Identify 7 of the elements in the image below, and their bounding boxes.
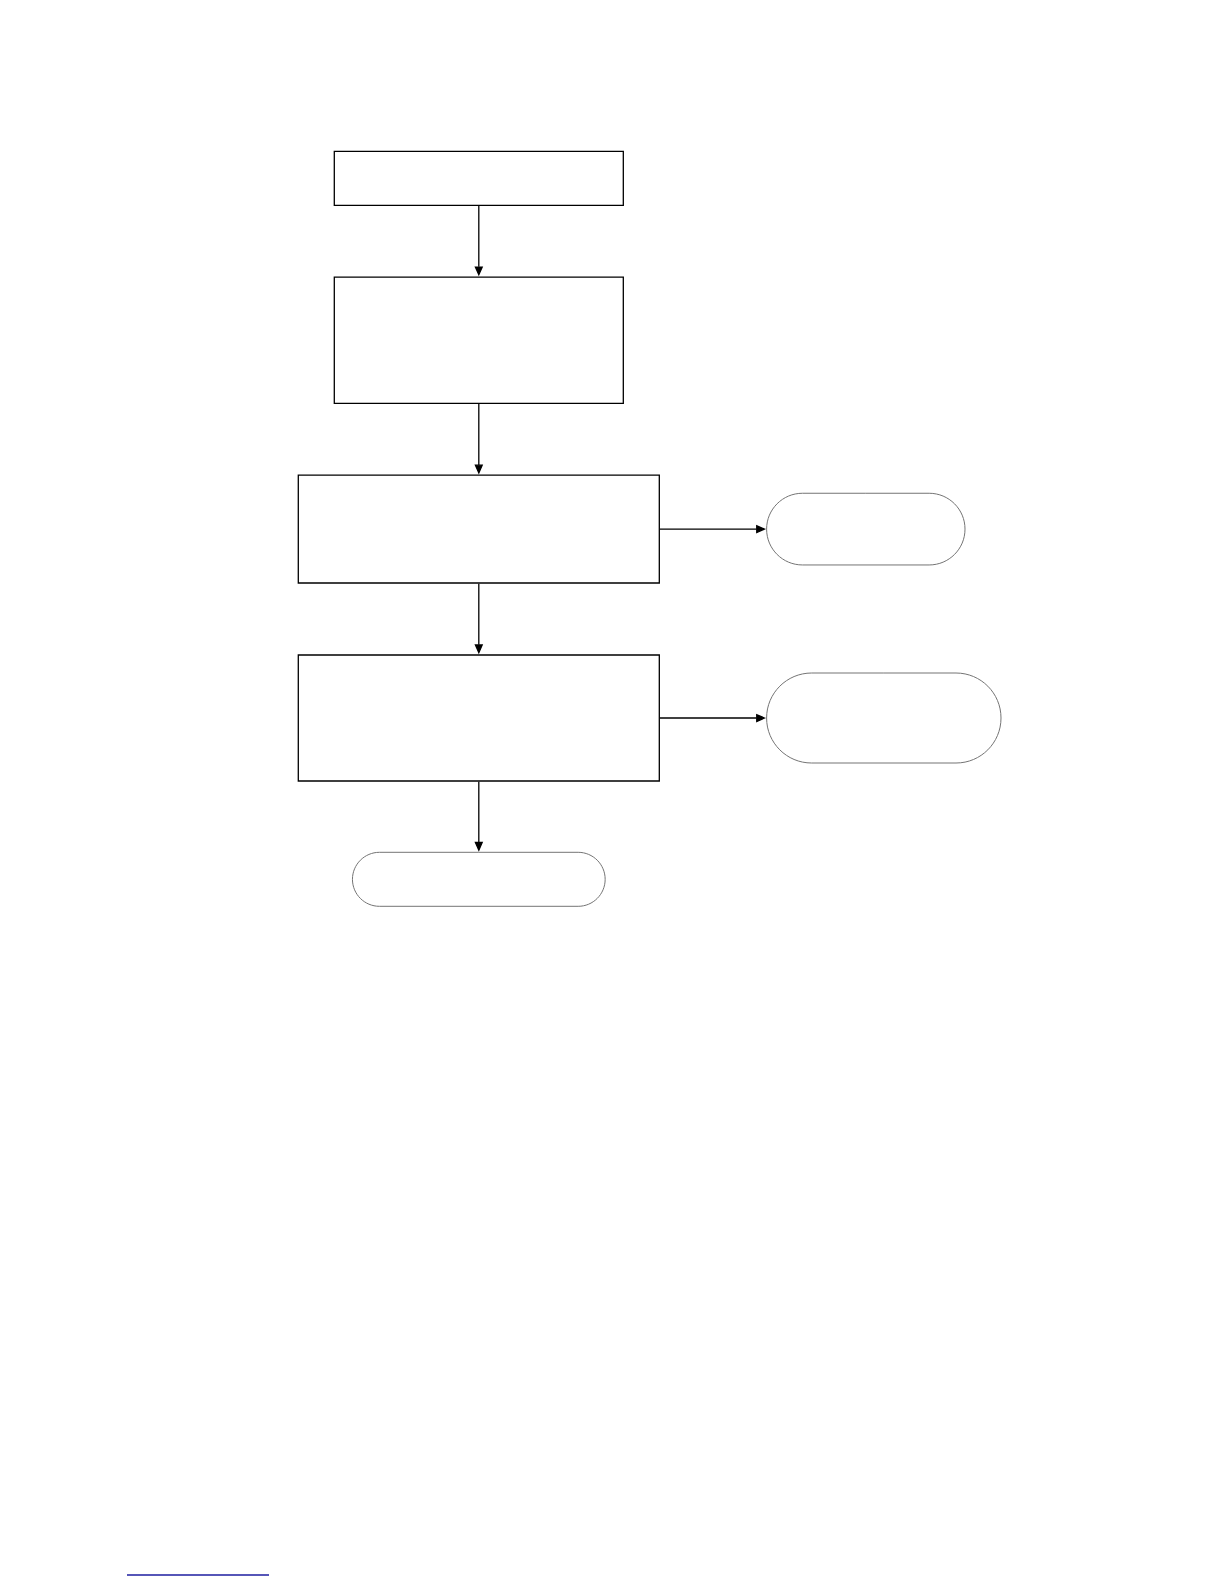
process-box	[333, 276, 624, 404]
rounded-box	[766, 492, 966, 566]
process-box	[333, 150, 624, 206]
rounded-box	[351, 851, 606, 907]
rounded-box	[766, 672, 1002, 764]
process-box	[297, 654, 660, 782]
process-box	[297, 474, 660, 584]
